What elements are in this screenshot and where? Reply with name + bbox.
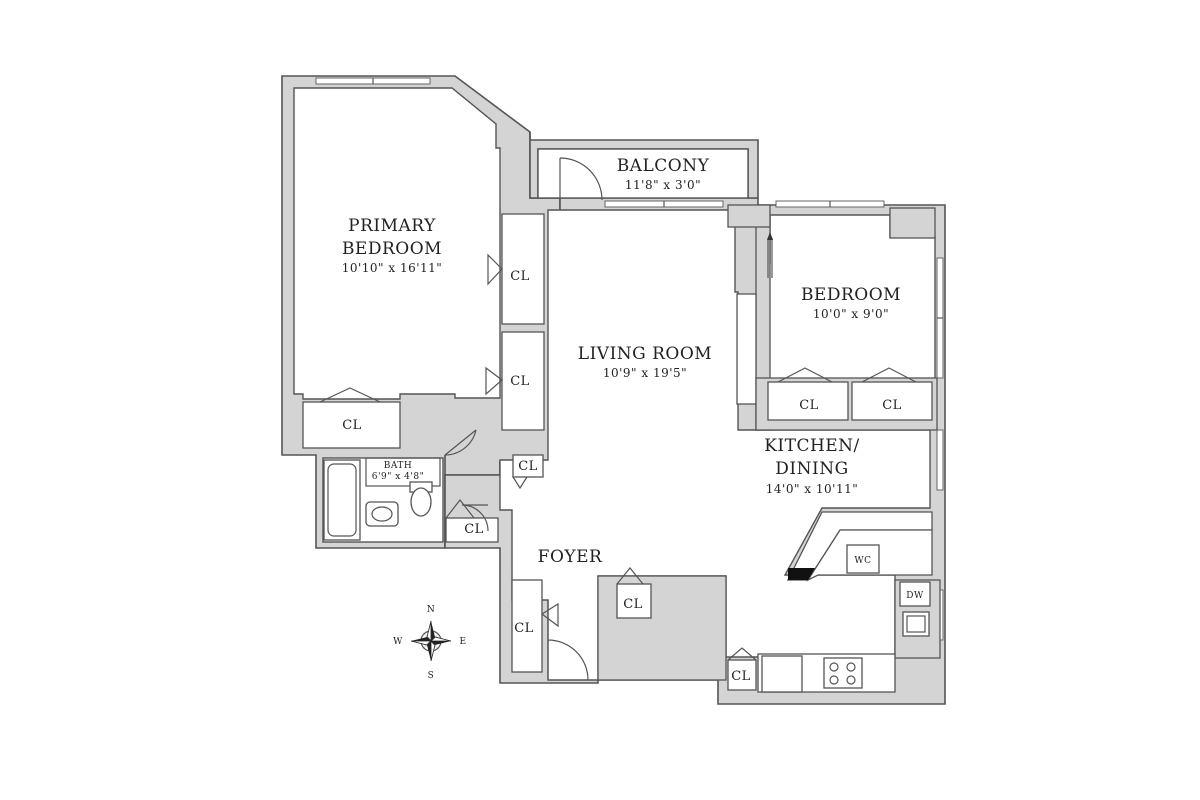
- closet-primary-2: [501, 331, 545, 431]
- balcony-dims: 11'8" x 3'0": [625, 178, 701, 192]
- closet-foyer: [511, 579, 543, 673]
- bathroom: [322, 429, 477, 543]
- closet-label: CL: [623, 597, 643, 612]
- bedroom-name: BEDROOM: [801, 285, 901, 305]
- closet-label: CL: [510, 269, 530, 284]
- closet-hall-2: [445, 517, 499, 543]
- closet-labels: CL CL CL CL CL CL CL CL CL CL WC DW: [342, 269, 924, 684]
- bedroom-dims: 10'0" x 9'0": [813, 307, 889, 321]
- closet-bedroom-1: [767, 381, 849, 421]
- primary-bedroom-dims: 10'10" x 16'11": [342, 261, 443, 275]
- kitchen: [757, 511, 933, 693]
- closet-label: CL: [799, 398, 819, 413]
- balcony-floor: [537, 148, 749, 199]
- dishwasher-label: DW: [906, 591, 924, 601]
- closet-label: CL: [882, 398, 902, 413]
- refrigerator: [761, 655, 803, 693]
- dishwasher: [899, 581, 931, 607]
- room-floors: [293, 87, 936, 681]
- toilet: [410, 487, 432, 517]
- closets: [302, 213, 933, 691]
- stove: [823, 657, 863, 689]
- bath-dims: 6'9" x 4'8": [372, 472, 424, 482]
- balcony-name: BALCONY: [617, 156, 710, 176]
- closet-label: CL: [731, 669, 751, 684]
- kitchen-name-2: DINING: [775, 459, 848, 479]
- closet-label: CL: [342, 418, 362, 433]
- living-room-dims: 10'9" x 19'5": [603, 366, 687, 380]
- closet-core: [616, 583, 652, 619]
- living-room-name: LIVING ROOM: [578, 344, 712, 364]
- compass-n: N: [427, 605, 435, 615]
- foyer-name: FOYER: [538, 547, 603, 567]
- sink: [365, 501, 399, 527]
- primary-bedroom-name-1: PRIMARY: [348, 216, 436, 236]
- kitchen-name-1: KITCHEN/: [764, 436, 860, 456]
- bath-name: BATH: [384, 461, 412, 471]
- closet-bedroom-2: [851, 381, 933, 421]
- closet-hall-1: [512, 454, 544, 478]
- closet-kitchen: [727, 659, 757, 691]
- closet-label: CL: [464, 522, 484, 537]
- closet-label: CL: [514, 621, 534, 636]
- bathtub: [323, 459, 361, 541]
- wine-cooler: [846, 544, 880, 574]
- compass-e: E: [459, 637, 466, 647]
- room-labels: BALCONY 11'8" x 3'0" PRIMARY BEDROOM 10'…: [342, 156, 901, 567]
- doors: [461, 157, 773, 681]
- kitchen-dims: 14'0" x 10'11": [766, 482, 858, 496]
- closet-primary-3: [302, 401, 401, 449]
- compass-rose-icon: [410, 620, 452, 662]
- wine-cooler-label: WC: [854, 556, 871, 566]
- compass-w: W: [393, 637, 403, 647]
- closet-label: CL: [518, 459, 538, 474]
- compass-s: S: [428, 671, 435, 681]
- primary-bedroom-floor: [293, 87, 501, 400]
- closet-primary-1: [501, 213, 545, 325]
- closet-label: CL: [510, 374, 530, 389]
- primary-bedroom-name-2: BEDROOM: [342, 239, 442, 259]
